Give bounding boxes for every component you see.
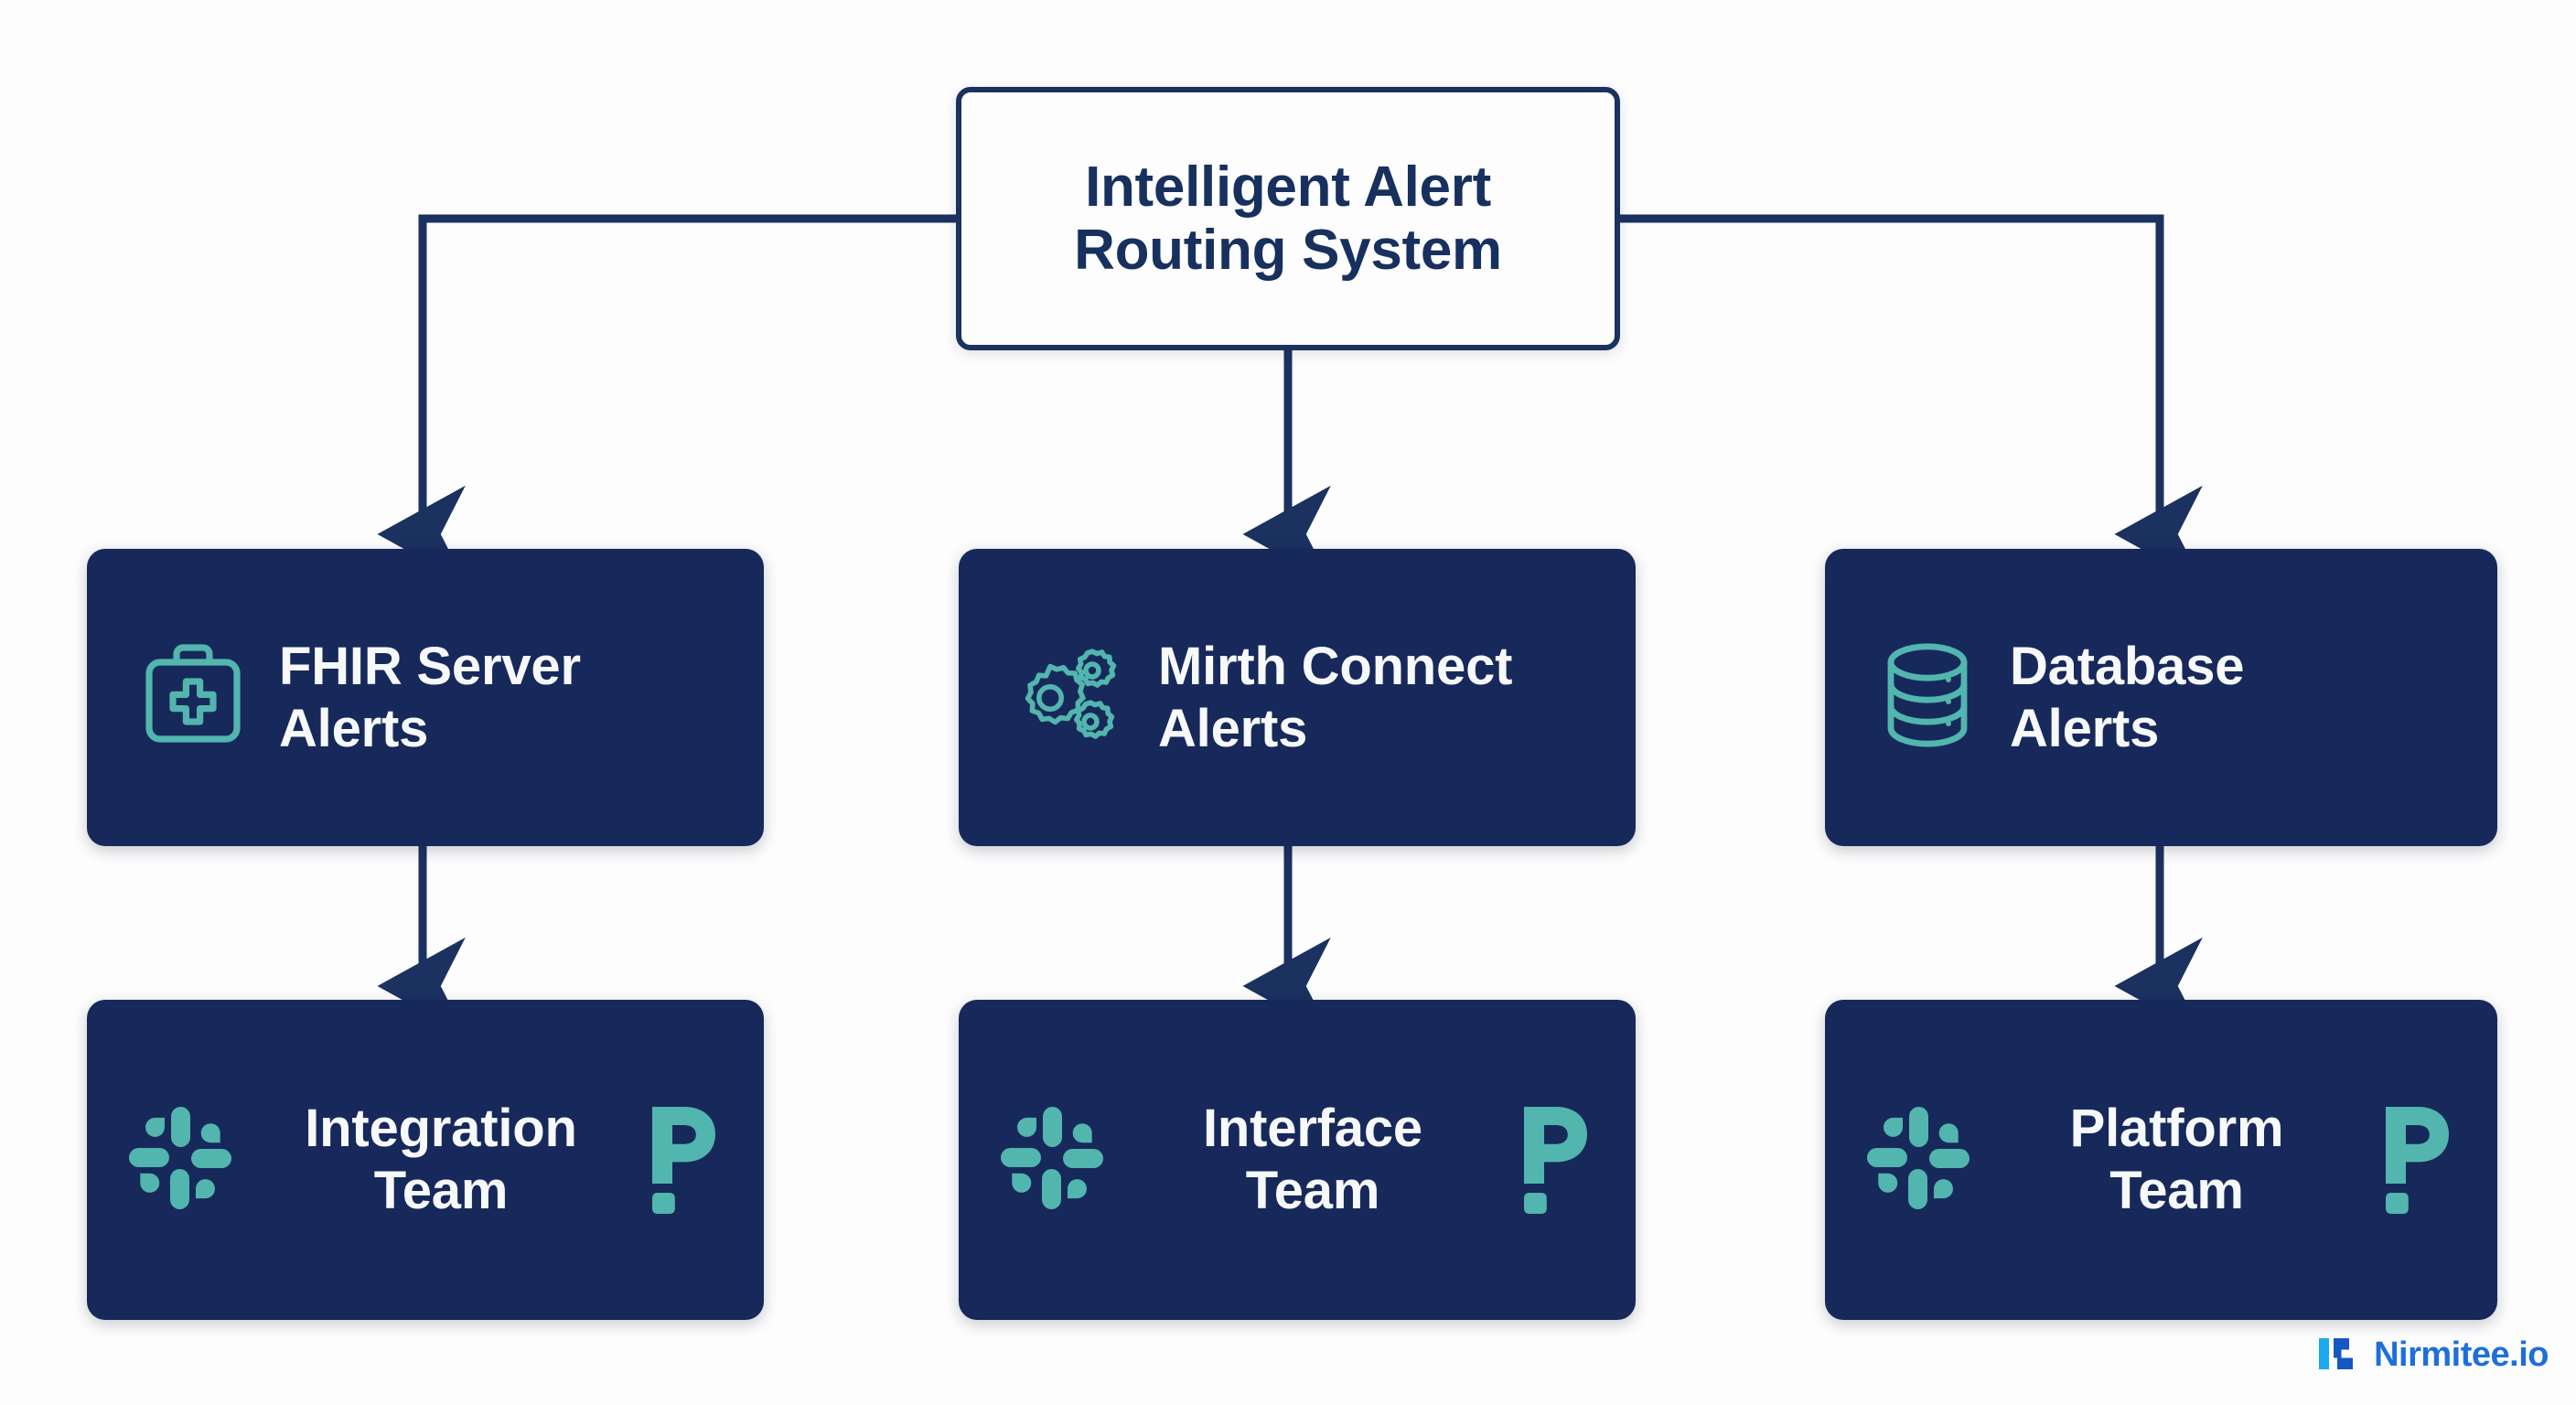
node-label-mirth-connect-alerts: Mirth Connect Alerts bbox=[1158, 636, 1512, 760]
medical-kit-icon bbox=[142, 640, 244, 755]
slack-icon bbox=[1862, 1101, 1975, 1219]
slack-icon bbox=[995, 1101, 1109, 1219]
node-integration-team[interactable]: Integration Team bbox=[87, 1000, 764, 1320]
node-platform-team[interactable]: Platform Team bbox=[1825, 1000, 2497, 1320]
fhir-label-line2: Alerts bbox=[279, 698, 429, 758]
pagerduty-icon bbox=[645, 1101, 729, 1219]
interface-label-line1: Interface bbox=[1203, 1099, 1422, 1159]
node-interface-team[interactable]: Interface Team bbox=[959, 1000, 1636, 1320]
nirmitee-logo-icon bbox=[2317, 1333, 2361, 1378]
node-label-fhir-server-alerts: FHIR Server Alerts bbox=[279, 636, 581, 760]
mirth-label-line2: Alerts bbox=[1158, 698, 1308, 758]
pagerduty-icon bbox=[2378, 1101, 2463, 1219]
root-title-line1: Intelligent Alert bbox=[1085, 155, 1491, 219]
node-mirth-connect-alerts[interactable]: Mirth Connect Alerts bbox=[959, 549, 1636, 846]
mirth-label-line1: Mirth Connect bbox=[1158, 636, 1513, 696]
integration-label-line2: Team bbox=[373, 1161, 509, 1220]
database-label-line2: Alerts bbox=[2010, 698, 2160, 758]
slack-icon bbox=[123, 1101, 237, 1219]
node-fhir-server-alerts[interactable]: FHIR Server Alerts bbox=[87, 549, 764, 846]
interface-label-line2: Team bbox=[1245, 1161, 1380, 1220]
node-label-platform-team: Platform Team bbox=[1982, 1098, 2371, 1222]
database-icon bbox=[1880, 638, 1975, 756]
platform-label-line1: Platform bbox=[2069, 1099, 2284, 1159]
integration-label-line1: Integration bbox=[305, 1099, 577, 1159]
node-database-alerts[interactable]: Database Alerts bbox=[1825, 549, 2497, 846]
watermark-text: Nirmitee.io bbox=[2374, 1335, 2549, 1374]
root-title-line2: Routing System bbox=[1074, 219, 1502, 282]
database-label-line1: Database bbox=[2010, 636, 2245, 696]
root-node-intelligent-alert-routing-system[interactable]: Intelligent Alert Routing System bbox=[956, 87, 1620, 350]
node-label-interface-team: Interface Team bbox=[1116, 1098, 1509, 1222]
connector-root-to-database bbox=[1620, 214, 2203, 584]
gears-icon bbox=[1014, 641, 1123, 754]
platform-label-line2: Team bbox=[2109, 1161, 2244, 1220]
pagerduty-icon bbox=[1517, 1101, 1601, 1219]
connector-root-to-fhir bbox=[377, 214, 956, 584]
node-label-integration-team: Integration Team bbox=[244, 1098, 638, 1222]
fhir-label-line1: FHIR Server bbox=[279, 636, 581, 696]
node-label-database-alerts: Database Alerts bbox=[2010, 636, 2245, 760]
watermark: Nirmitee.io bbox=[2317, 1333, 2549, 1378]
root-node-title: Intelligent Alert Routing System bbox=[1074, 156, 1502, 283]
